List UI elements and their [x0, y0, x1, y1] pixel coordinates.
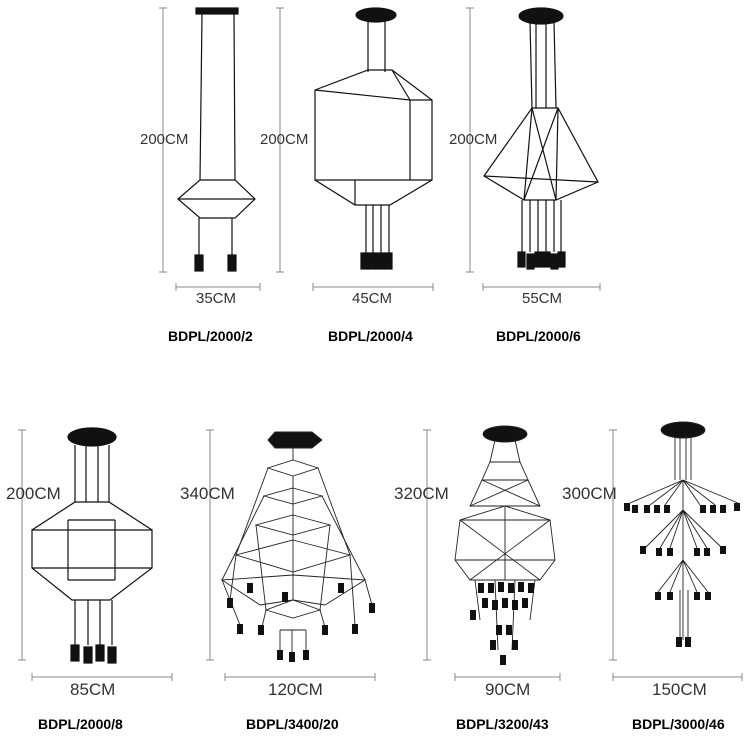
height-label: 200CM: [6, 484, 61, 503]
lamp-bdpl-2000-8: [31, 427, 153, 664]
width-label: 45CM: [352, 290, 393, 307]
width-label: 120CM: [268, 680, 323, 699]
height-label: 200CM: [449, 131, 498, 148]
height-label: 300CM: [562, 484, 617, 503]
height-label: 200CM: [260, 131, 309, 148]
model-label: BDPL/2000/6: [496, 328, 581, 344]
width-label: 90CM: [485, 680, 531, 699]
model-label: BDPL/3000/46: [632, 716, 725, 732]
model-label: BDPL/2000/2: [168, 328, 253, 344]
model-label: BDPL/2000/8: [38, 716, 123, 732]
lamp-bdpl-2000-6: [483, 7, 599, 270]
width-label: 55CM: [522, 290, 563, 307]
height-label: 200CM: [140, 131, 189, 148]
lamp-bdpl-2000-4: [314, 7, 433, 270]
model-label: BDPL/2000/4: [328, 328, 413, 344]
height-label: 320CM: [394, 484, 449, 503]
dimension-lines: [18, 7, 743, 681]
width-label: 85CM: [70, 680, 116, 699]
lamp-bdpl-3200-43: [454, 425, 556, 665]
height-label: 340CM: [180, 484, 235, 503]
lamp-bdpl-2000-2: [177, 7, 256, 272]
model-label: BDPL/3400/20: [246, 716, 339, 732]
lamp-bdpl-3400-20: [220, 431, 375, 662]
width-label: 35CM: [196, 290, 237, 307]
lamp-bdpl-3000-46: [624, 421, 740, 647]
model-label: BDPL/3200/43: [456, 716, 549, 732]
width-label: 150CM: [652, 680, 707, 699]
